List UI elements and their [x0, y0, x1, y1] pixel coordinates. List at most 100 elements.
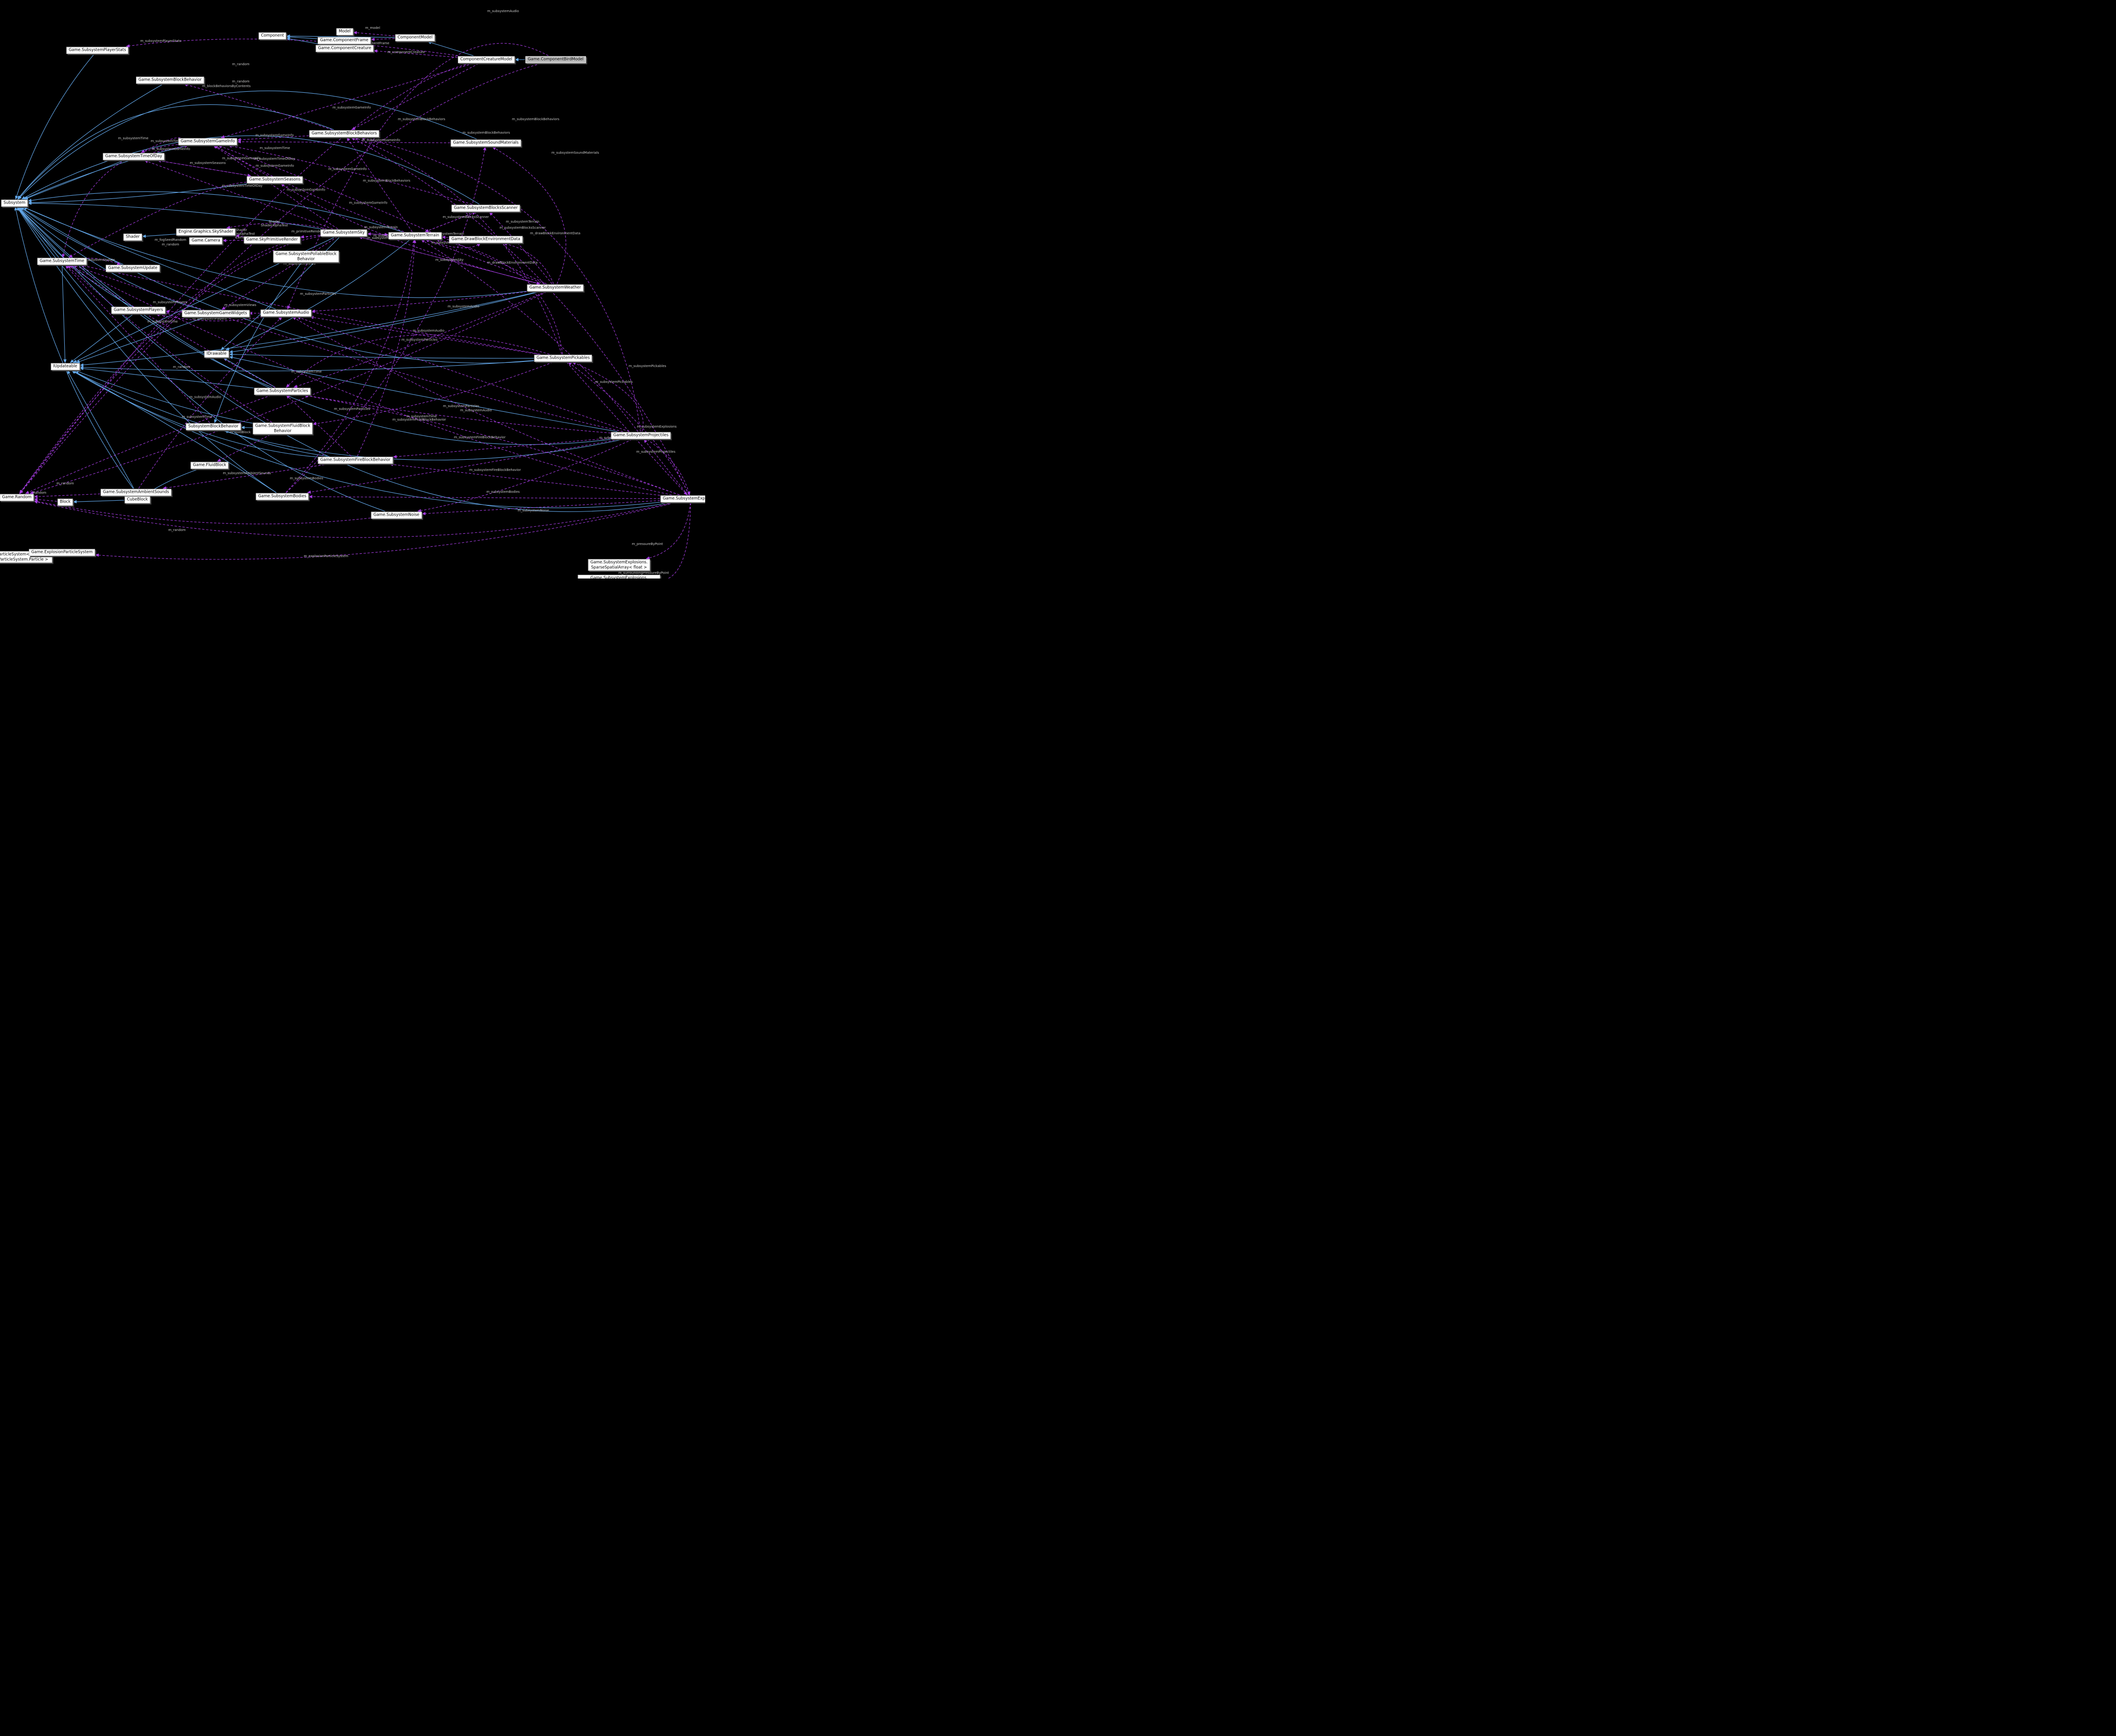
node-projectiles[interactable]: Game.SubsystemProjectiles	[611, 432, 671, 439]
edge-compCreature-component	[286, 37, 322, 45]
node-weather[interactable]: Game.SubsystemWeather	[527, 284, 584, 292]
edge-explosions-pickables	[568, 361, 689, 495]
node-sparseFloat[interactable]: Game.SubsystemExplosions. SparseSpatialA…	[588, 559, 650, 571]
edge-seasons-time	[68, 182, 247, 258]
node-birdModel[interactable]: Game.ComponentBirdModel	[525, 56, 586, 63]
node-noise[interactable]: Game.SubsystemNoise	[371, 511, 422, 519]
edge-label: m_subsystemViews	[225, 303, 257, 307]
edge-pickables-subsystem	[20, 206, 534, 364]
node-update[interactable]: Game.SubsystemUpdate	[106, 265, 160, 272]
edge-label: m_subsystemBodies	[486, 490, 520, 494]
node-cubeBlock[interactable]: CubeBlock	[124, 496, 150, 504]
node-time[interactable]: Game.SubsystemTime	[37, 258, 87, 265]
edge-projectiles-noise	[417, 439, 633, 512]
node-bodies[interactable]: Game.SubsystemBodies	[256, 493, 309, 500]
edge-skyShader-shader	[142, 233, 176, 238]
node-random[interactable]: Game.Random	[0, 494, 34, 501]
node-compFrame[interactable]: Game.ComponentFrame	[318, 37, 371, 44]
edge-label: m_subsystemGameInfo	[152, 147, 190, 151]
edge-compCreatureModel-blockBehaviors	[351, 63, 479, 130]
node-blockBehavior2[interactable]: SubsystemBlockBehavior	[186, 423, 241, 430]
node-expParticle[interactable]: Game.ExplosionParticleSystem	[29, 549, 95, 556]
edge-ambient-random	[34, 493, 101, 498]
node-fluidBlock[interactable]: Game.FluidBlock	[191, 462, 229, 469]
edge-label: m_subsystemGameInfo	[349, 201, 387, 205]
node-blockBehavior1[interactable]: Game.SubsystemBlockBehavior	[136, 76, 204, 84]
edge-weather-audio	[311, 291, 527, 313]
edge-terrain-blockBehaviors	[347, 137, 413, 232]
edge-label: m_subsystemBodies	[290, 477, 323, 480]
edge-compCreatureModel-compModel	[427, 41, 474, 56]
node-blockBehaviors[interactable]: Game.SubsystemBlockBehaviors	[309, 130, 380, 137]
node-pollable[interactable]: Game.SubsystemPollableBlock Behavior	[273, 251, 339, 263]
edge-birdModel-random	[20, 63, 541, 494]
node-shader[interactable]: Shader	[123, 233, 143, 241]
edge-label: m_subsystemsky	[367, 236, 395, 240]
node-camera[interactable]: Game.Camera	[189, 237, 223, 245]
edge-time-updateable	[61, 265, 67, 363]
node-soundMaterials[interactable]: Game.SubsystemSoundMaterials	[450, 139, 521, 147]
node-terrain[interactable]: Game.SubsystemTerrain	[388, 232, 442, 239]
node-subsystem[interactable]: Subsystem	[1, 199, 28, 207]
edge-terrain-gameInfo	[214, 145, 404, 232]
node-sparseSurr[interactable]: Game.SubsystemExplosions. SparseSpatialA…	[578, 575, 660, 579]
node-gameInfo[interactable]: Game.SubsystemGameInfo	[178, 138, 238, 145]
node-fireBB[interactable]: Game.SubsystemFireBlockBehavior	[318, 456, 393, 464]
edge-seasons-subsystem	[27, 183, 247, 204]
edge-widgets-updateable	[76, 317, 205, 363]
node-particles[interactable]: Game.SubsystemParticles	[254, 388, 311, 395]
edge-fluidBB-fluidBlock	[217, 435, 271, 462]
edge-label: m_subsystemProjectiles	[636, 450, 675, 454]
node-skyPrim[interactable]: Game.SkyPrimitiveRender	[244, 236, 300, 244]
edge-cubeBlock-block	[73, 500, 124, 504]
edge-label: m_subsystemSky	[435, 258, 464, 262]
edge-explosions-audio	[292, 316, 680, 496]
node-blocksScanner[interactable]: Game.SubsystemBlocksScanner	[451, 204, 520, 212]
edge-weather-drawEnv	[503, 242, 554, 284]
node-playerStats[interactable]: Game.SubsystemPlayerStats	[66, 47, 129, 54]
node-widgets[interactable]: Game.SubsystemGameWidgets	[182, 310, 250, 317]
node-sky[interactable]: Game.SubsystemSky	[320, 229, 367, 237]
node-compModel[interactable]: ComponentModel	[395, 34, 435, 41]
node-skyShader[interactable]: Engine.Graphics.SkyShader	[176, 228, 236, 236]
node-pickables[interactable]: Game.SubsystemPickables	[534, 354, 592, 362]
edge-ambient-updateable	[67, 370, 134, 489]
edge-bodies-terrain	[286, 239, 416, 493]
edge-blocksScanner-terrain	[424, 211, 476, 232]
edge-label: m_subsystemAudio	[413, 329, 444, 333]
node-explosions[interactable]: Game.SubsystemExplosions	[660, 495, 705, 503]
edge-label: SubsystemTerrain	[435, 232, 464, 236]
edge-compModel-compFrame	[371, 37, 395, 41]
node-block[interactable]: Block	[57, 498, 73, 506]
node-ambient[interactable]: Game.SubsystemAmbientSounds	[101, 489, 171, 496]
node-fluidBB[interactable]: Game.SubsystemFluidBlock Behavior	[252, 422, 313, 435]
node-audio[interactable]: Game.SubsystemAudio	[260, 309, 312, 317]
node-drawable[interactable]: IDrawable	[204, 350, 229, 358]
node-players[interactable]: Game.SubsystemPlayers	[111, 306, 165, 314]
node-compCreature[interactable]: Game.ComponentCreature	[315, 45, 374, 52]
edge-fireBB-ambient	[163, 463, 329, 490]
node-drawEnv[interactable]: Game.DrawBlockEnvironmentData	[449, 236, 523, 243]
edge-label: m_subsystemTime	[118, 136, 148, 140]
edge-label: m_drawBlockEnvironmentData	[530, 231, 580, 235]
edge-label: m_random	[173, 365, 191, 369]
node-compCreatureModel[interactable]: ComponentCreatureModel	[458, 56, 515, 63]
edge-label: m_random	[232, 62, 250, 66]
edge-label: m_subsystemAudio	[448, 305, 479, 308]
edge-widgets-players	[165, 310, 182, 313]
edge-compCreatureModel-compCreature	[374, 49, 458, 58]
edge-compCreatureModel-playerStats	[126, 39, 458, 56]
edge-label: m_subsystemPickables	[629, 364, 667, 368]
edge-label: m_subsystemGameInfo	[287, 188, 325, 192]
edge-label: Camera	[235, 236, 248, 239]
node-component[interactable]: Component	[259, 32, 286, 40]
node-updateable[interactable]: IUpdateable	[51, 363, 80, 370]
node-seasons[interactable]: Game.SubsystemSeasons	[246, 176, 303, 184]
edge-label: m_subsystemPlayerStats	[140, 39, 181, 43]
node-model[interactable]: Model	[336, 28, 353, 35]
edge-label: m_random	[232, 80, 250, 83]
node-timeOfDay[interactable]: Game.SubsystemTimeOfDay	[102, 153, 165, 160]
edge-projectiles-explosions	[646, 439, 691, 496]
edge-label: m_subsystemSeasons	[190, 161, 226, 165]
edge-label: m_subsystemFireBlockBehavior	[469, 468, 521, 472]
